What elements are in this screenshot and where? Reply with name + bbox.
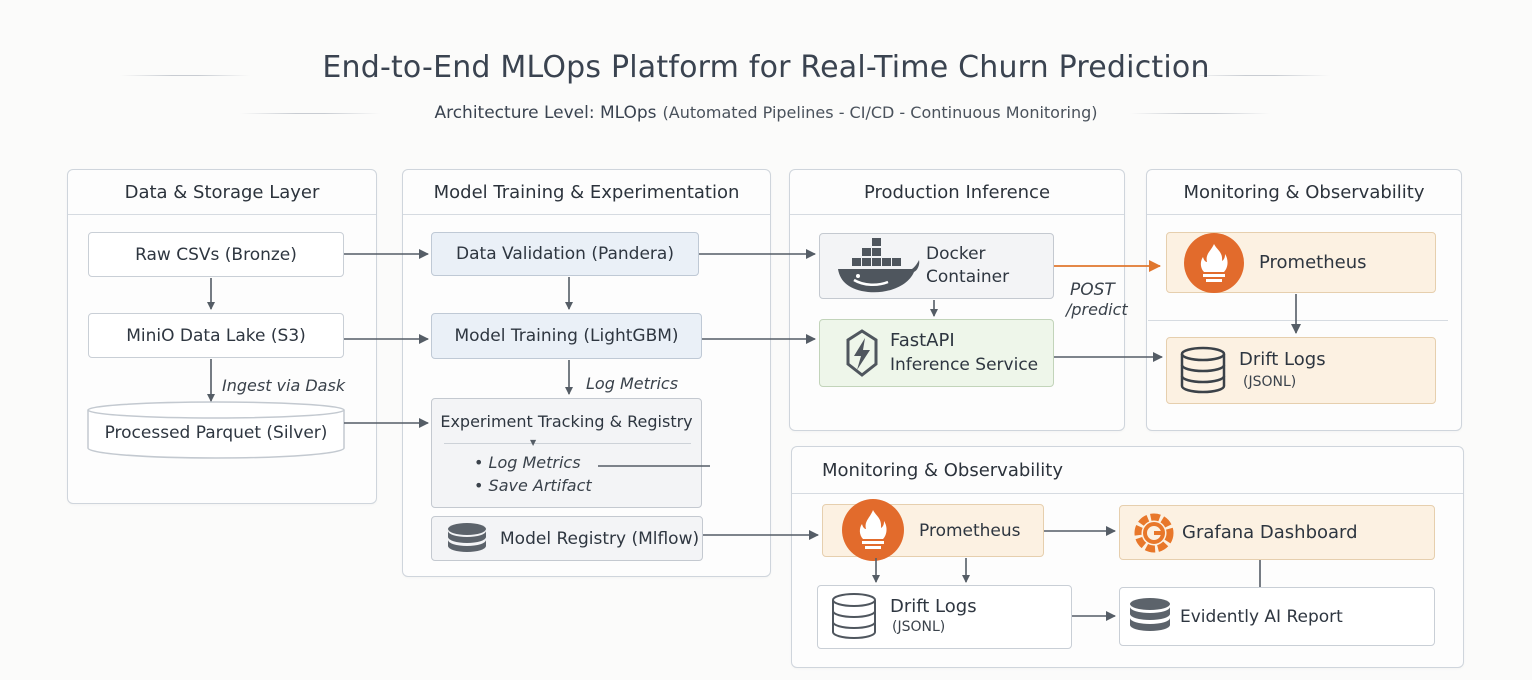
- processed-parquet-label: Processed Parquet (Silver): [104, 423, 328, 443]
- experiment-tracking-divider: [444, 443, 691, 444]
- drift-logs-bottom-text: Drift Logs (JSONL): [890, 596, 977, 638]
- database-icon: [1180, 346, 1226, 393]
- ingest-via-dask-label: Ingest via Dask: [222, 376, 346, 395]
- raw-csvs-node[interactable]: Raw CSVs (Bronze): [88, 232, 344, 277]
- page-title: End-to-End MLOps Platform for Real-Time …: [322, 50, 1210, 85]
- subtitle-detail: (Automated Pipelines - CI/CD - Continuou…: [662, 103, 1098, 122]
- grafana-icon: [1134, 513, 1174, 552]
- log-metrics-edge-label: Log Metrics: [586, 374, 679, 393]
- grafana-dashboard-label: Grafana Dashboard: [1182, 522, 1358, 543]
- panel-production-inference: Production Inference: [789, 169, 1125, 431]
- prometheus-bottom-label: Prometheus: [919, 520, 1021, 541]
- model-registry-label: Model Registry (Mlflow): [500, 528, 700, 549]
- minio-data-lake-node[interactable]: MiniO Data Lake (S3): [88, 313, 344, 358]
- drift-logs-top-text: Drift Logs (JSONL): [1239, 349, 1326, 393]
- title-rule-left: [120, 75, 250, 76]
- docker-line2: Container: [926, 267, 1010, 287]
- fastapi-line1: FastAPI: [890, 330, 955, 351]
- data-validation-label: Data Validation (Pandera): [456, 244, 674, 264]
- processed-parquet-cylinder[interactable]: [86, 400, 346, 462]
- panel-model-training-title: Model Training & Experimentation: [403, 170, 770, 215]
- post-line2: /predict: [1066, 300, 1128, 319]
- fastapi-node[interactable]: FastAPI Inference Service: [819, 319, 1054, 387]
- subtitle-rule-left: [240, 113, 380, 114]
- bullet-log-metrics: • Log Metrics: [474, 453, 581, 472]
- minio-data-lake-label: MiniO Data Lake (S3): [126, 325, 306, 346]
- docker-whale-icon: [838, 238, 920, 293]
- prometheus-node-bottom[interactable]: Prometheus: [822, 498, 1044, 561]
- model-training-label: Model Training (LightGBM): [454, 326, 679, 346]
- subtitle-rule-right: [1130, 113, 1270, 114]
- drift-logs-bottom-line2: (JSONL): [892, 619, 946, 635]
- drift-logs-node-top[interactable]: Drift Logs (JSONL): [1166, 337, 1436, 404]
- model-training-node[interactable]: Model Training (LightGBM): [431, 313, 702, 359]
- raw-csvs-label: Raw CSVs (Bronze): [135, 244, 297, 265]
- monitoring-top-divider: [1148, 320, 1448, 321]
- drift-logs-bottom-line1: Drift Logs: [890, 596, 977, 617]
- panel-monitoring-top-title: Monitoring & Observability: [1147, 170, 1461, 215]
- docker-text: Docker Container: [926, 243, 1009, 289]
- model-registry-node[interactable]: Model Registry (Mlflow): [431, 516, 703, 561]
- panel-production-inference-title: Production Inference: [790, 170, 1124, 215]
- prometheus-node-top[interactable]: Prometheus: [1166, 232, 1436, 293]
- prometheus-flame-icon: [842, 498, 904, 561]
- drift-logs-top-line1: Drift Logs: [1239, 348, 1326, 370]
- page-subtitle: Architecture Level: MLOps (Automated Pipe…: [0, 103, 1532, 123]
- post-line1: POST: [1070, 280, 1115, 300]
- fastapi-line2: Inference Service: [890, 355, 1039, 375]
- drift-logs-node-bottom[interactable]: Drift Logs (JSONL): [817, 585, 1072, 649]
- post-predict-label: POST /predict: [1066, 280, 1128, 320]
- prometheus-top-label: Prometheus: [1259, 252, 1367, 273]
- evidently-report-node[interactable]: Evidently AI Report: [1119, 587, 1435, 646]
- database-icon: [832, 593, 876, 639]
- experiment-tracking-title: Experiment Tracking & Registry: [440, 412, 693, 431]
- bullet-save-artifact-label: Save Artifact: [488, 476, 592, 495]
- fastapi-icon: [846, 329, 878, 377]
- prometheus-flame-icon: [1184, 232, 1244, 293]
- data-validation-node[interactable]: Data Validation (Pandera): [431, 232, 699, 276]
- database-icon: [448, 522, 486, 552]
- experiment-tracking-caret: ▼: [530, 438, 537, 447]
- database-icon: [1130, 597, 1170, 631]
- title-rule-right: [1190, 75, 1330, 76]
- drift-logs-top-line2: (JSONL): [1243, 373, 1297, 390]
- panel-data-storage-title: Data & Storage Layer: [68, 170, 376, 215]
- fastapi-text: FastAPI Inference Service: [890, 328, 1038, 378]
- docker-container-node[interactable]: Docker Container: [819, 233, 1054, 299]
- bullet-log-metrics-label: Log Metrics: [488, 453, 581, 472]
- docker-line1: Docker: [926, 244, 986, 264]
- experiment-tracking-node[interactable]: Experiment Tracking & Registry ▼ • Log M…: [431, 398, 702, 508]
- evidently-report-label: Evidently AI Report: [1180, 606, 1343, 627]
- panel-monitoring-bottom-title: Monitoring & Observability: [792, 447, 1463, 494]
- grafana-dashboard-node[interactable]: Grafana Dashboard: [1119, 505, 1435, 560]
- subtitle-level: Architecture Level: MLOps: [434, 103, 657, 123]
- bullet-save-artifact: • Save Artifact: [474, 476, 592, 495]
